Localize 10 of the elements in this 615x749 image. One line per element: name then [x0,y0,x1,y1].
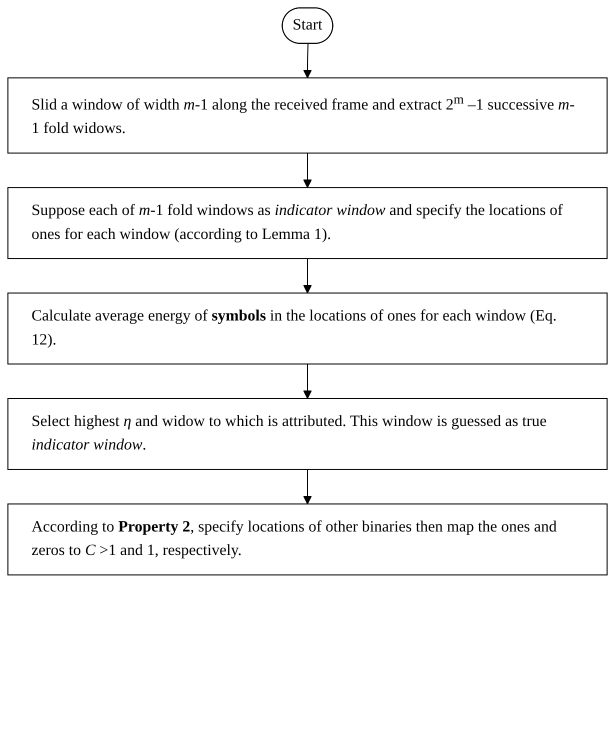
node-box: Select highest η and widow to which is attributed. This window is guessed as true indicator window. [7,398,608,470]
node-box: Calculate average energy of symbols in the locations of ones for each window (Eq. 12). [7,292,608,364]
arrow [303,258,312,294]
arrow [303,43,312,78]
node-box: According to Property 2, specify locations of other binaries then map the ones and zeros to C >1 and 1, respectively. [7,503,608,576]
node-box: Slid a window of width m-1 along the received frame and extract 2$^{m}$ –1 successive m-1 fold widows. [7,77,608,154]
node-box: Suppose each of m-1 fold windows as indicator window and specify the locations of ones for each window (according to Lemma 1). [7,187,608,260]
arrow [303,152,312,188]
arrow [303,364,312,399]
arrow [303,468,312,504]
